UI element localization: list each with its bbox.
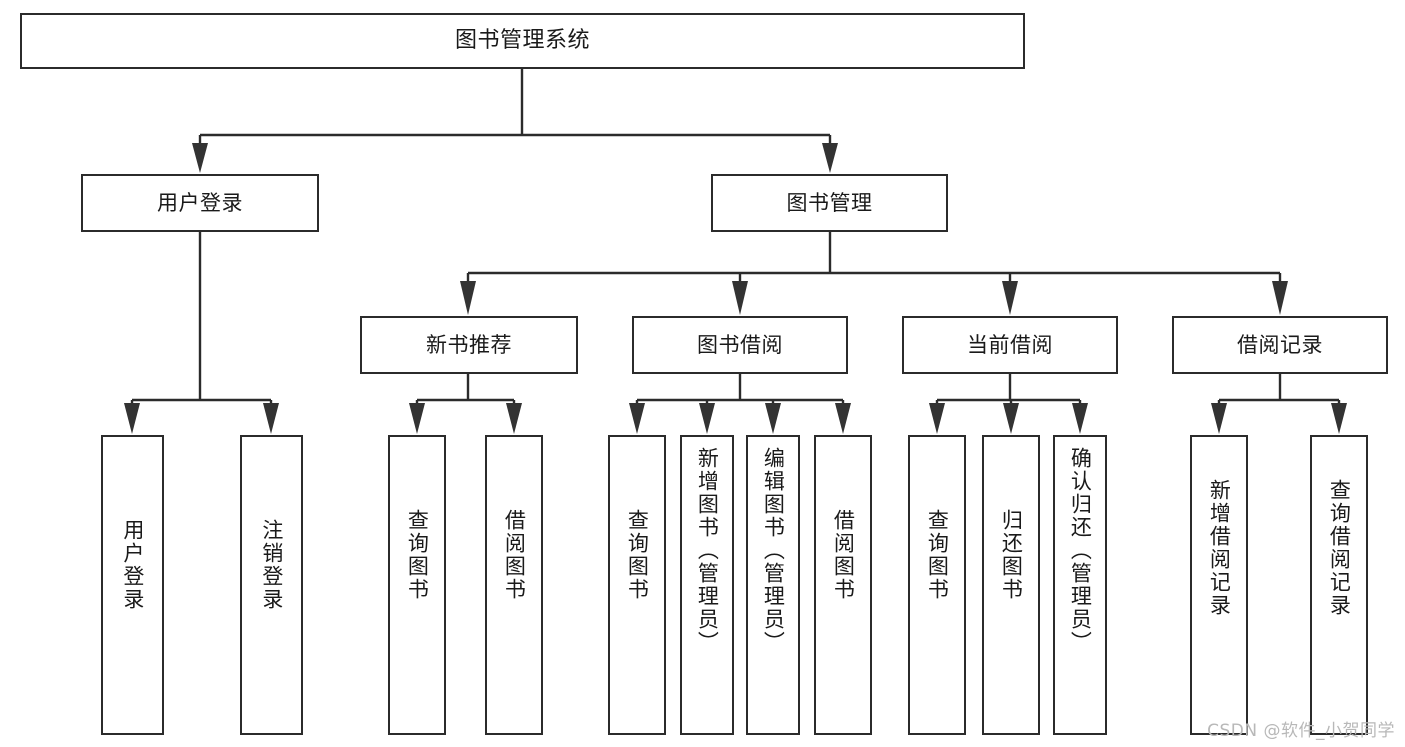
node-leaf-user-logout-label: 注销登录 <box>259 519 284 611</box>
node-leaf-borrow-book-1-label: 借阅图书 <box>502 509 527 601</box>
node-leaf-borrow-book-2[interactable]: 借阅图书 <box>814 435 872 735</box>
node-leaf-query-book-2-label: 查询图书 <box>625 509 650 601</box>
node-leaf-edit-book-label: 编辑图书（管理员） <box>761 447 786 654</box>
arrow-head-book-manage <box>822 143 838 173</box>
node-user-login[interactable]: 用户登录 <box>81 174 319 232</box>
node-book-borrow-label: 图书借阅 <box>697 332 783 357</box>
arrow-head-current-borrow <box>1002 281 1018 315</box>
arrow-head-new-book-recommend <box>460 281 476 315</box>
arrow-head-book-borrow <box>732 281 748 315</box>
arrow-head-leaf-query-record <box>1331 403 1347 434</box>
node-leaf-user-login[interactable]: 用户登录 <box>101 435 164 735</box>
arrow-head-user-login <box>192 143 208 173</box>
node-leaf-add-record[interactable]: 新增借阅记录 <box>1190 435 1248 735</box>
node-book-manage[interactable]: 图书管理 <box>711 174 948 232</box>
node-leaf-query-book-2[interactable]: 查询图书 <box>608 435 666 735</box>
node-leaf-add-book[interactable]: 新增图书（管理员） <box>680 435 734 735</box>
node-root-label: 图书管理系统 <box>454 27 590 53</box>
arrow-head-leaf-edit-book <box>765 403 781 434</box>
node-leaf-borrow-book-2-label: 借阅图书 <box>831 509 856 601</box>
arrow-head-leaf-user-logout <box>263 403 279 434</box>
arrow-head-leaf-query-book-3 <box>929 403 945 434</box>
node-leaf-query-book-3-label: 查询图书 <box>925 509 950 601</box>
node-new-book-recommend[interactable]: 新书推荐 <box>360 316 578 374</box>
node-root[interactable]: 图书管理系统 <box>20 13 1025 69</box>
arrow-head-leaf-query-book-2 <box>629 403 645 434</box>
node-leaf-query-book-3[interactable]: 查询图书 <box>908 435 966 735</box>
arrow-head-leaf-user-login <box>124 403 140 434</box>
node-leaf-user-login-label: 用户登录 <box>120 519 145 611</box>
arrow-head-leaf-borrow-book-2 <box>835 403 851 434</box>
arrow-head-leaf-borrow-book-1 <box>506 403 522 434</box>
node-leaf-edit-book[interactable]: 编辑图书（管理员） <box>746 435 800 735</box>
node-new-book-recommend-label: 新书推荐 <box>426 332 512 357</box>
arrow-head-leaf-add-record <box>1211 403 1227 434</box>
arrow-head-leaf-confirm-return <box>1072 403 1088 434</box>
node-leaf-confirm-return-label: 确认归还（管理员） <box>1068 447 1093 654</box>
node-leaf-user-logout[interactable]: 注销登录 <box>240 435 303 735</box>
node-current-borrow[interactable]: 当前借阅 <box>902 316 1118 374</box>
node-user-login-label: 用户登录 <box>157 190 243 215</box>
node-leaf-confirm-return[interactable]: 确认归还（管理员） <box>1053 435 1107 735</box>
arrow-head-borrow-record <box>1272 281 1288 315</box>
node-book-borrow[interactable]: 图书借阅 <box>632 316 848 374</box>
csdn-watermark: CSDN @软件_小贺同学 <box>1207 721 1395 741</box>
node-leaf-query-record[interactable]: 查询借阅记录 <box>1310 435 1368 735</box>
node-leaf-query-book-1[interactable]: 查询图书 <box>388 435 446 735</box>
arrow-head-leaf-return-book <box>1003 403 1019 434</box>
arrow-head-leaf-add-book <box>699 403 715 434</box>
arrow-head-leaf-query-book-1 <box>409 403 425 434</box>
node-leaf-borrow-book-1[interactable]: 借阅图书 <box>485 435 543 735</box>
node-leaf-add-record-label: 新增借阅记录 <box>1207 479 1232 617</box>
node-leaf-query-record-label: 查询借阅记录 <box>1327 479 1352 617</box>
node-leaf-return-book[interactable]: 归还图书 <box>982 435 1040 735</box>
node-current-borrow-label: 当前借阅 <box>967 332 1053 357</box>
node-borrow-record-label: 借阅记录 <box>1237 332 1323 357</box>
node-book-manage-label: 图书管理 <box>786 190 873 215</box>
node-leaf-query-book-1-label: 查询图书 <box>405 509 430 601</box>
node-borrow-record[interactable]: 借阅记录 <box>1172 316 1388 374</box>
node-leaf-return-book-label: 归还图书 <box>999 509 1024 601</box>
node-leaf-add-book-label: 新增图书（管理员） <box>695 447 720 654</box>
